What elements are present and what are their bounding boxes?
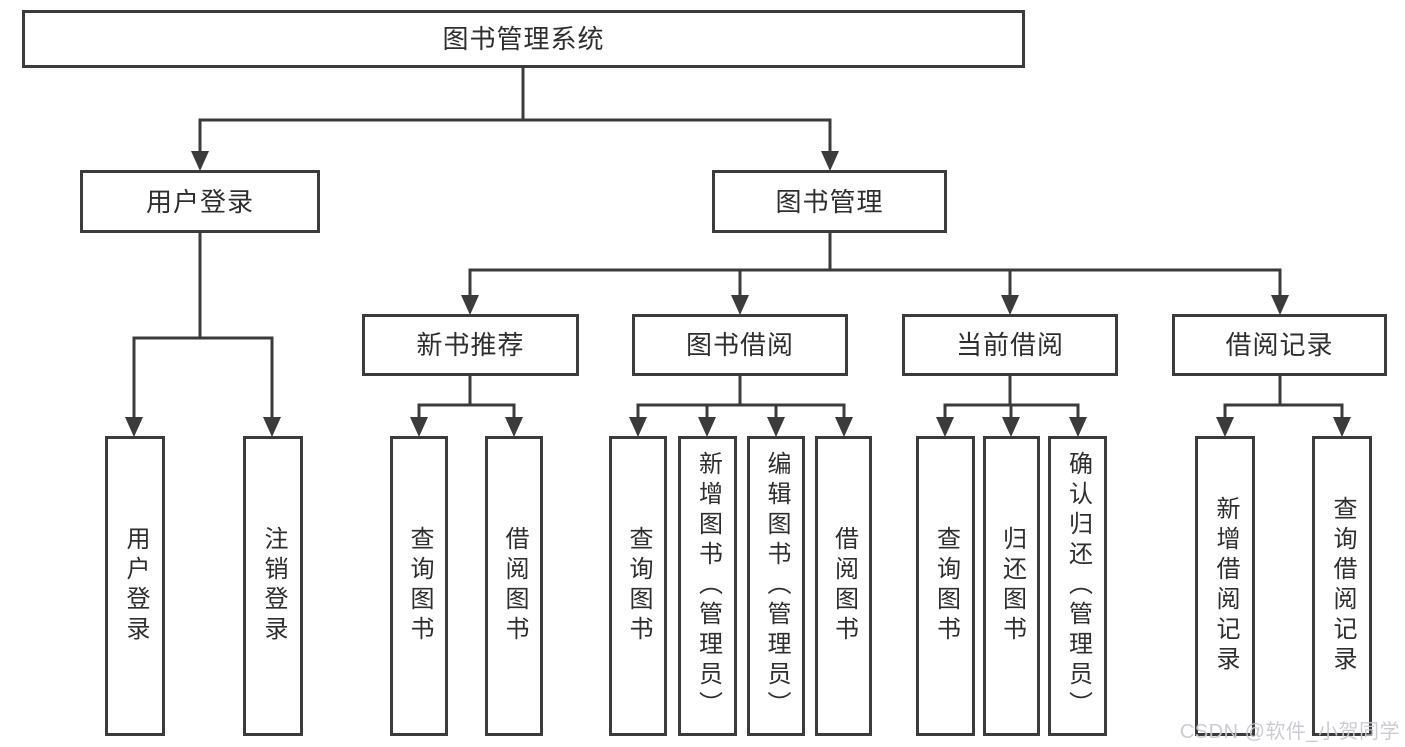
node-book-management: 图书管理 — [712, 170, 947, 233]
node-leaf-return-books: 归还图书 — [983, 436, 1040, 736]
node-borrowing-records: 借阅记录 — [1172, 314, 1387, 376]
node-new-book-recommendation: 新书推荐 — [362, 314, 579, 376]
node-leaf-add-books-admin: 新增图书（管理员） — [678, 436, 737, 736]
node-leaf-logout: 注销登录 — [243, 436, 303, 736]
node-leaf-query-books-borrow: 查询图书 — [609, 436, 667, 736]
node-book-borrowing: 图书借阅 — [632, 314, 848, 376]
node-leaf-edit-books-admin: 编辑图书（管理员） — [747, 436, 805, 736]
node-library-management-system: 图书管理系统 — [22, 10, 1025, 68]
node-leaf-confirm-return-admin: 确认归还（管理员） — [1048, 436, 1107, 736]
node-leaf-add-borrow-record: 新增借阅记录 — [1195, 436, 1255, 736]
tree-branch-lines — [132, 66, 1344, 421]
node-leaf-query-books-recommend: 查询图书 — [390, 436, 448, 736]
node-leaf-query-borrow-record: 查询借阅记录 — [1312, 436, 1372, 736]
node-current-borrowing: 当前借阅 — [902, 314, 1118, 376]
node-leaf-user-login: 用户登录 — [105, 436, 165, 736]
node-leaf-borrow-books-recommend: 借阅图书 — [485, 436, 543, 736]
node-user-login: 用户登录 — [80, 170, 320, 233]
node-leaf-borrow-books: 借阅图书 — [815, 436, 872, 736]
csdn-watermark: CSDN @软件_小贺同学 — [1179, 721, 1400, 743]
node-leaf-query-books-current: 查询图书 — [916, 436, 975, 736]
